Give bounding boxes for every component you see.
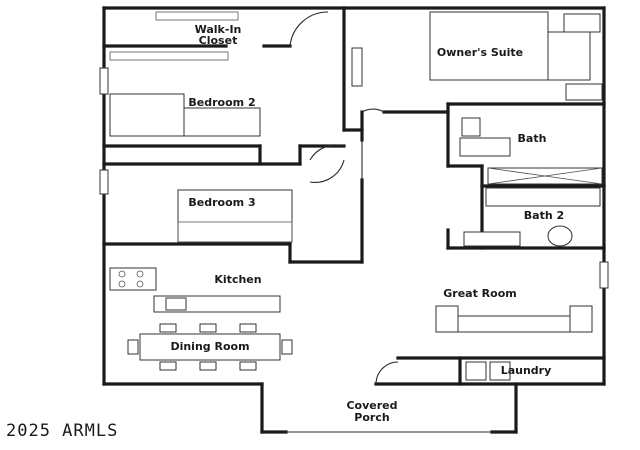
room-label-walkin-closet-2: Closet [199,34,238,47]
room-label-covered-porch-2: Porch [354,411,389,424]
room-label-walkin-closet-1: Walk-In [195,23,242,36]
room-label-bath-2: Bath 2 [524,209,564,222]
room-label-laundry: Laundry [501,364,552,377]
interior-walls [102,6,606,386]
room-label-bath: Bath [518,132,547,145]
room-label-dining-room: Dining Room [170,340,249,353]
room-label-great-room: Great Room [443,287,516,300]
room-label-covered-porch-1: Covered [346,399,397,412]
room-label-bedroom-2: Bedroom 2 [188,96,255,109]
copyright-text: 2025 ARMLS [6,421,118,441]
room-label-kitchen: Kitchen [214,273,261,286]
door-swings [289,11,399,385]
room-label-owners-suite: Owner's Suite [437,46,523,59]
room-label-bedroom-3: Bedroom 3 [188,196,255,209]
covered-porch-outline [260,382,518,434]
windows [99,47,609,289]
furniture [109,11,603,381]
